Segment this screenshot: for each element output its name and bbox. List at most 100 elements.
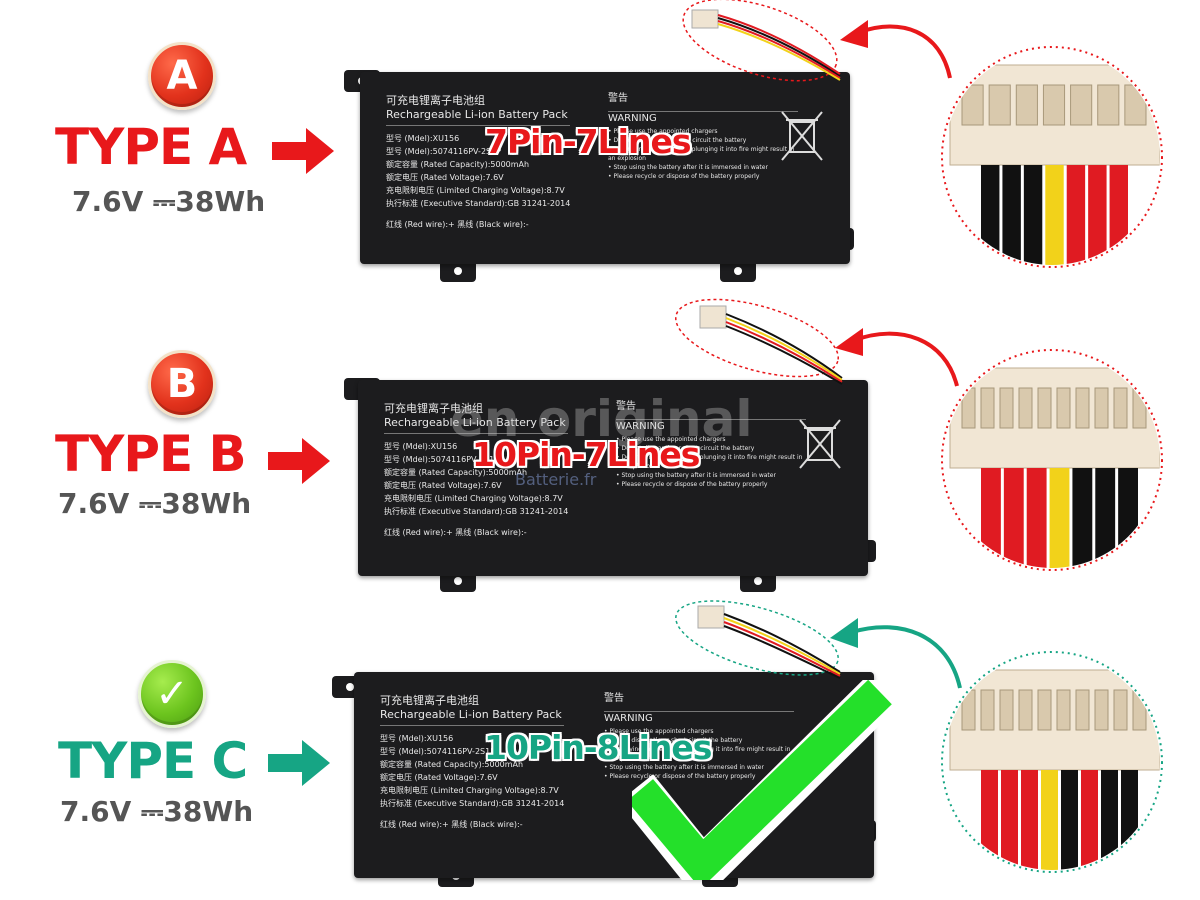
type-b-zoom-circle: [941, 349, 1163, 571]
connector-pin: [1015, 84, 1038, 126]
type-c-check-badge-icon: ✓: [138, 660, 206, 728]
type-c-connector-icon: [675, 600, 841, 679]
recycle-bin-crossed-icon: [799, 419, 841, 469]
mount-tab: [720, 260, 756, 282]
label-voltage: 额定电压 (Rated Voltage):7.6V: [380, 773, 498, 782]
label-model: 型号 (Mdel):XU156: [384, 442, 458, 451]
battery-body: 可充电锂离子电池组 Rechargeable Li-ion Battery Pa…: [358, 380, 868, 576]
wire: [1072, 468, 1093, 568]
warning-item: Destroying the battery or plunging it in…: [608, 145, 798, 163]
connector-pin: [1113, 689, 1128, 731]
battery-body: 可充电锂离子电池组 Rechargeable Li-ion Battery Pa…: [354, 672, 874, 878]
label-wires: 红线 (Red wire):+ 黑线 (Black wire):-: [384, 528, 527, 537]
wire: [1088, 165, 1107, 265]
label-voltage: 额定电压 (Rated Voltage):7.6V: [386, 173, 504, 182]
connector-pin: [1042, 84, 1066, 126]
warning-cn: 警告: [604, 693, 624, 704]
big-checkmark-icon: [632, 680, 892, 880]
type-a-badge: A: [148, 42, 216, 110]
wire: [1061, 770, 1078, 870]
type-c-title: TYPE C: [58, 732, 248, 790]
type-b-battery: 可充电锂离子电池组 Rechargeable Li-ion Battery Pa…: [340, 370, 880, 595]
type-c-zoom-circle: [941, 651, 1163, 873]
connector-pin: [988, 84, 1011, 126]
label-capacity: 额定容量 (Rated Capacity):5000mAh: [386, 160, 530, 169]
connector-pin: [1097, 84, 1120, 126]
label-en-title: Rechargeable Li-ion Battery Pack: [384, 416, 569, 434]
wire: [981, 770, 998, 870]
type-c-pin-label: 10Pin-8Lines: [484, 728, 712, 767]
warning-cn: 警告: [608, 93, 628, 104]
type-c-spec: 7.6V ⎓38Wh: [60, 795, 254, 828]
connector-pin: [1124, 84, 1147, 126]
wire: [1118, 468, 1138, 568]
warning-item: Please recycle or dispose of the battery…: [608, 172, 798, 181]
warning-item: Please use the appointed chargers: [616, 435, 806, 444]
wire: [981, 468, 1001, 568]
wire: [1101, 770, 1118, 870]
wire: [1095, 468, 1116, 568]
connector-pin: [961, 84, 984, 126]
type-a-zoom-circle: [941, 46, 1163, 268]
label-cn-title: 可充电锂离子电池组: [384, 402, 483, 415]
label-en-title: Rechargeable Li-ion Battery Pack: [380, 708, 565, 726]
type-a-row: A TYPE A 7.6V ⎓38Wh 可充电锂离子电池组 Rechargeab…: [0, 0, 1200, 300]
warning-item: Stop using the battery after it is immer…: [616, 471, 806, 480]
connector-pin: [1018, 689, 1033, 731]
connector-pin: [1056, 689, 1071, 731]
label-cn-title: 可充电锂离子电池组: [386, 94, 485, 107]
battery-spec-label: 可充电锂离子电池组 Rechargeable Li-ion Battery Pa…: [386, 94, 571, 231]
battery-warning-label: 警告 WARNING Please use the appointed char…: [616, 402, 806, 489]
wire: [1002, 165, 1021, 265]
warning-item: Stop using the battery after it is immer…: [604, 763, 794, 772]
type-a-pin-label: 7Pin-7Lines: [485, 122, 691, 161]
label-charge-voltage: 充电限制电压 (Limited Charging Voltage):8.7V: [384, 494, 563, 503]
battery-spec-label: 可充电锂离子电池组 Rechargeable Li-ion Battery Pa…: [384, 402, 569, 539]
warning-item: Do not dismantle or short circuit the ba…: [604, 736, 794, 745]
type-b-pin-label: 10Pin-7Lines: [472, 435, 700, 474]
type-a-connector-icon: [682, 0, 841, 82]
wire: [1023, 165, 1043, 265]
warning-en: WARNING: [604, 711, 794, 724]
wire: [1003, 468, 1024, 568]
watermark-subtext: Batterie.fr: [515, 470, 597, 489]
wire: [1081, 770, 1098, 870]
type-a-spec: 7.6V ⎓38Wh: [72, 185, 266, 218]
battery-warning-label: 警告 WARNING Please use the appointed char…: [604, 694, 794, 781]
label-capacity: 额定容量 (Rated Capacity):5000mAh: [380, 760, 524, 769]
type-b-arrow-icon: [268, 438, 330, 484]
type-b-row: B TYPE B 7.6V ⎓38Wh 可充电锂离子电池组 Rechargeab…: [0, 298, 1200, 600]
type-b-connector-icon: [675, 298, 843, 385]
warning-item: Stop using the battery after it is immer…: [608, 163, 798, 172]
label-standard: 执行标准 (Executive Standard):GB 31241-2014: [386, 199, 571, 208]
type-c-battery: 可充电锂离子电池组 Rechargeable Li-ion Battery Pa…: [332, 660, 892, 892]
connector-pin: [1056, 387, 1071, 429]
label-wires: 红线 (Red wire):+ 黑线 (Black wire):-: [386, 220, 529, 229]
battery-body: 可充电锂离子电池组 Rechargeable Li-ion Battery Pa…: [360, 72, 850, 264]
wire: [981, 165, 1000, 265]
battery-spec-label: 可充电锂离子电池组 Rechargeable Li-ion Battery Pa…: [380, 694, 565, 831]
connector-pin: [1113, 387, 1128, 429]
connector-pin: [1075, 387, 1090, 429]
type-c-arrow-icon: [268, 740, 330, 786]
type-c-row: ✓ TYPE C 7.6V ⎓38Wh 可充电锂离子电池组 Rechargeab…: [0, 600, 1200, 900]
type-c-pointer-arrow-icon: [830, 618, 962, 689]
warning-item: Destroying the battery or plunging it in…: [604, 745, 794, 763]
connector-pin: [980, 689, 995, 731]
connector-pin: [1037, 387, 1052, 429]
type-b-pointer-arrow-icon: [835, 328, 959, 387]
warning-en: WARNING: [616, 419, 806, 432]
type-b-spec: 7.6V ⎓38Wh: [58, 487, 252, 520]
connector-pin: [1094, 387, 1109, 429]
connector-pin: [1094, 689, 1109, 731]
wire: [1021, 770, 1038, 870]
wire: [1026, 468, 1047, 568]
label-standard: 执行标准 (Executive Standard):GB 31241-2014: [380, 799, 565, 808]
connector-pin: [1018, 387, 1033, 429]
type-b-badge: B: [148, 350, 216, 418]
label-wires: 红线 (Red wire):+ 黑线 (Black wire):-: [380, 820, 523, 829]
connector-pin: [999, 387, 1014, 429]
label-model: 型号 (Mdel):XU156: [380, 734, 454, 743]
label-model: 型号 (Mdel):XU156: [386, 134, 460, 143]
warning-item: Do not dismantle or short circuit the ba…: [608, 136, 798, 145]
